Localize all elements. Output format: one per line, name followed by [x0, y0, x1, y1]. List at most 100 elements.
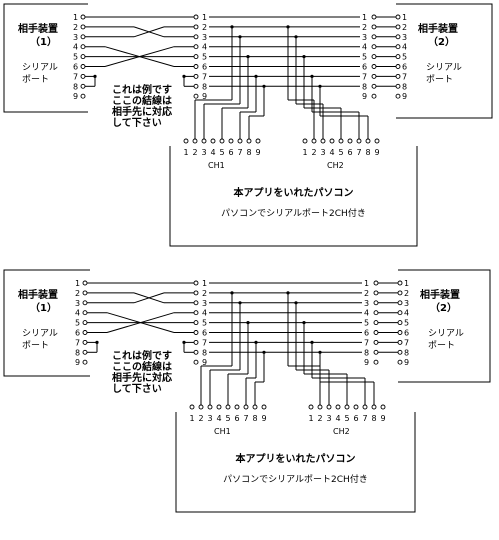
device1-port-label: シリアル [22, 329, 58, 339]
device2-title: 相手装置 [420, 288, 460, 301]
device2-pin-number: 9 [404, 358, 409, 367]
device2-pin-number: 1 [402, 13, 407, 22]
device2-pin-number: 6 [404, 329, 409, 338]
ch1-pin-number: 6 [235, 414, 240, 423]
wiring-note: これは例です [112, 83, 172, 96]
middle-left-pin-number: 7 [202, 338, 207, 347]
middle-right-terminal [371, 73, 377, 79]
junction-dot [318, 350, 322, 354]
pc-subtitle: パソコンでシリアルポート2CH付き [221, 208, 366, 219]
device2-port-label: ポート [426, 74, 453, 85]
middle-left-terminal [193, 93, 199, 99]
middle-right-pin-number: 2 [364, 289, 369, 298]
device2-pin-number: 7 [402, 72, 407, 81]
wiring-note: ここの結線は [112, 94, 172, 107]
wiring-note: 相手先に対応 [112, 105, 172, 118]
middle-right-pin-number: 6 [364, 329, 369, 338]
device1-box [3, 3, 88, 113]
junction-dot [93, 74, 97, 78]
device1-pin-number: 8 [75, 348, 80, 357]
junction-dot [182, 340, 186, 344]
ch1-pin-terminal [216, 404, 222, 410]
ch1-pin-number: 3 [208, 414, 213, 423]
ch1-pin-number: 9 [262, 414, 267, 423]
ch1-pin-terminal [201, 138, 207, 144]
middle-left-terminal [193, 44, 199, 50]
pc-title: 本アプリをいれたパソコン [234, 186, 354, 199]
device1-pin-number: 7 [73, 72, 78, 81]
junction-dot [262, 350, 266, 354]
ch1-pin-number: 9 [256, 148, 261, 157]
ch2-pin-number: 7 [363, 414, 368, 423]
device1-number: （1） [30, 301, 57, 314]
device2-pin-terminal [395, 73, 401, 79]
ch1-pin-number: 6 [229, 148, 234, 157]
wiring-note: これは例です [112, 349, 172, 362]
device2-pin-number: 6 [402, 63, 407, 72]
ch2-pin-terminal [320, 138, 326, 144]
ch2-pin-number: 3 [327, 414, 332, 423]
ch2-pin-terminal [338, 138, 344, 144]
ch1-pin-terminal [219, 138, 225, 144]
device1-pin-terminal [82, 339, 88, 345]
ch2-pin-terminal [302, 138, 308, 144]
ch2-pin-terminal [380, 404, 386, 410]
middle-right-terminal [371, 54, 377, 60]
middle-left-terminal [193, 290, 199, 296]
ch1-pin-terminal [210, 138, 216, 144]
pc-subtitle: パソコンでシリアルポート2CH付き [223, 474, 368, 485]
device2-pin-terminal [397, 290, 403, 296]
device1-pin-terminal [80, 83, 86, 89]
pc-title: 本アプリをいれたパソコン [236, 452, 356, 465]
device2-pin-terminal [395, 93, 401, 99]
device1-box [3, 269, 90, 377]
ch1-pin-terminal [252, 404, 258, 410]
middle-right-pin-number: 5 [362, 53, 367, 62]
ch1-pin-number: 4 [211, 148, 216, 157]
ch1-pin-terminal [189, 404, 195, 410]
middle-left-pin-number: 5 [202, 319, 207, 328]
middle-left-terminal [193, 14, 199, 20]
device2-number: （2） [430, 301, 457, 314]
middle-right-pin-number: 2 [362, 23, 367, 32]
device1-pin-number: 1 [75, 279, 80, 288]
middle-right-terminal [373, 349, 379, 355]
middle-left-pin-number: 3 [202, 33, 207, 42]
middle-left-pin-number: 2 [202, 289, 207, 298]
device2-pin-terminal [397, 349, 403, 355]
middle-right-terminal [371, 34, 377, 40]
device1-pin-terminal [82, 349, 88, 355]
device2-box [398, 269, 491, 383]
ch1-pin-terminal [207, 404, 213, 410]
device1-number: （1） [30, 35, 57, 48]
ch1-pin-number: 5 [226, 414, 231, 423]
middle-right-pin-number: 9 [364, 358, 369, 367]
middle-left-pin-number: 5 [202, 53, 207, 62]
middle-right-terminal [373, 339, 379, 345]
wire-cross-3-2 [133, 292, 165, 304]
device1-pin-terminal [80, 54, 86, 60]
ch2-pin-terminal [344, 404, 350, 410]
junction-dot [182, 74, 186, 78]
middle-right-pin-number: 8 [362, 82, 367, 91]
device1-pin-number: 9 [73, 92, 78, 101]
ch2-pin-number: 1 [309, 414, 314, 423]
middle-right-pin-number: 3 [364, 299, 369, 308]
device2-pin-terminal [397, 320, 403, 326]
ch1-pin-terminal [243, 404, 249, 410]
ch1-pin-number: 4 [217, 414, 222, 423]
middle-right-pin-number: 4 [364, 309, 369, 318]
ch1-pin-number: 7 [244, 414, 249, 423]
ch2-pin-terminal [347, 138, 353, 144]
middle-right-pin-number: 7 [362, 72, 367, 81]
ch2-pin-terminal [374, 138, 380, 144]
device1-pin-number: 5 [75, 319, 80, 328]
device1-pin-terminal [80, 14, 86, 20]
ch1-pin-terminal [234, 404, 240, 410]
ch2-pin-terminal [317, 404, 323, 410]
ch1-pin-terminal [255, 138, 261, 144]
device2-pin-number: 3 [402, 33, 407, 42]
junction-dot [254, 340, 258, 344]
device2-pin-number: 8 [404, 348, 409, 357]
